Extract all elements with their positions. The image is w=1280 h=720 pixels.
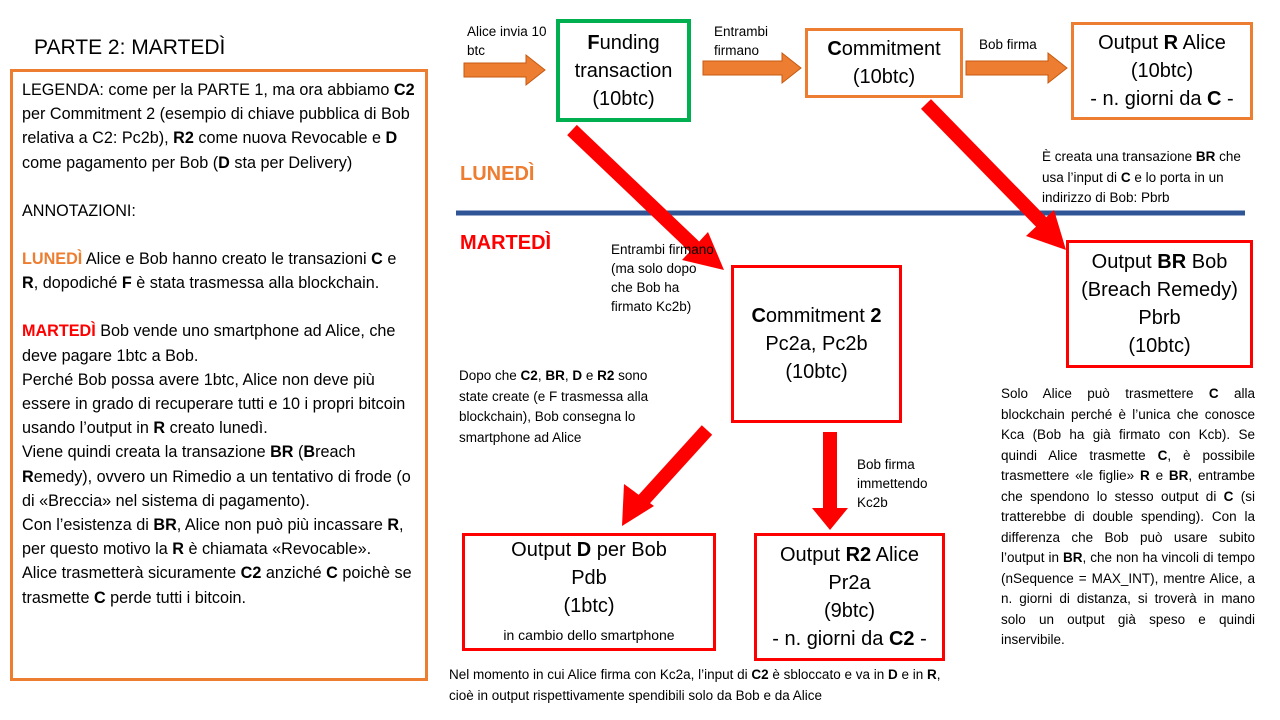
funding-transaction-text: Funding transaction(10btc) [574, 31, 673, 110]
annotations-heading: ANNOTAZIONI: [22, 201, 136, 220]
arrow-funding-to-commitment [702, 51, 802, 85]
funding-transaction-box: Funding transaction(10btc) [556, 19, 691, 122]
both-sign-label-mid: Entrambi firmano (ma solo dopo che Bob h… [611, 242, 714, 314]
tuesday-label: MARTEDÌ [460, 232, 552, 254]
output-r-alice-text: Output R Alice(10btc)- n. giorni da C - [1090, 32, 1234, 110]
only-alice-note: Solo Alice può trasmettere C alla blockc… [1001, 386, 1256, 647]
output-br-bob-box: Output BR Bob(Breach Remedy)Pbrb(10btc) [1066, 240, 1253, 368]
page-title: PARTE 2: MARTEDÌ [34, 36, 226, 59]
arrow-commitment2-to-output-r2 [812, 432, 848, 530]
tuesday-annotation: MARTEDÌ Bob vende uno smartphone ad Alic… [22, 322, 412, 607]
arrow-alice-to-funding [463, 53, 546, 87]
arrow-commitment2-to-output-d [622, 425, 713, 526]
alice-sends-label: Alice invia 10 btc [467, 24, 547, 58]
arrow-commitment-to-output-br [920, 99, 1066, 250]
after-creation-note: Dopo che C2, BR, D e R2 sono state creat… [459, 368, 649, 445]
legend-intro: LEGENDA: come per la PARTE 1, ma ora abb… [22, 81, 415, 172]
arrow-funding-to-commitment2 [567, 124, 724, 270]
output-br-bob-text: Output BR Bob(Breach Remedy)Pbrb(10btc) [1081, 251, 1238, 357]
legend-panel: LEGENDA: come per la PARTE 1, ma ora abb… [10, 69, 428, 681]
monday-annotation: LUNEDÌ Alice e Bob hanno creato le trans… [22, 250, 397, 293]
monday-label: LUNEDÌ [460, 163, 535, 185]
alice-signs-note: Nel momento in cui Alice firma con Kc2a,… [449, 667, 941, 703]
bob-signs-kc2b-label: Bob firma immettendo Kc2b [857, 457, 928, 510]
output-r-alice-box: Output R Alice(10btc)- n. giorni da C - [1071, 22, 1253, 120]
bob-signs-label: Bob firma [979, 37, 1037, 52]
commitment-text: Commitment(10btc) [827, 38, 941, 88]
arrow-commitment-to-output-r [965, 51, 1068, 85]
br-created-note: È creata una transazione BR che usa l’in… [1042, 149, 1241, 205]
both-sign-label-top: Entrambi firmano [714, 24, 769, 58]
commitment-box: Commitment(10btc) [805, 28, 963, 98]
